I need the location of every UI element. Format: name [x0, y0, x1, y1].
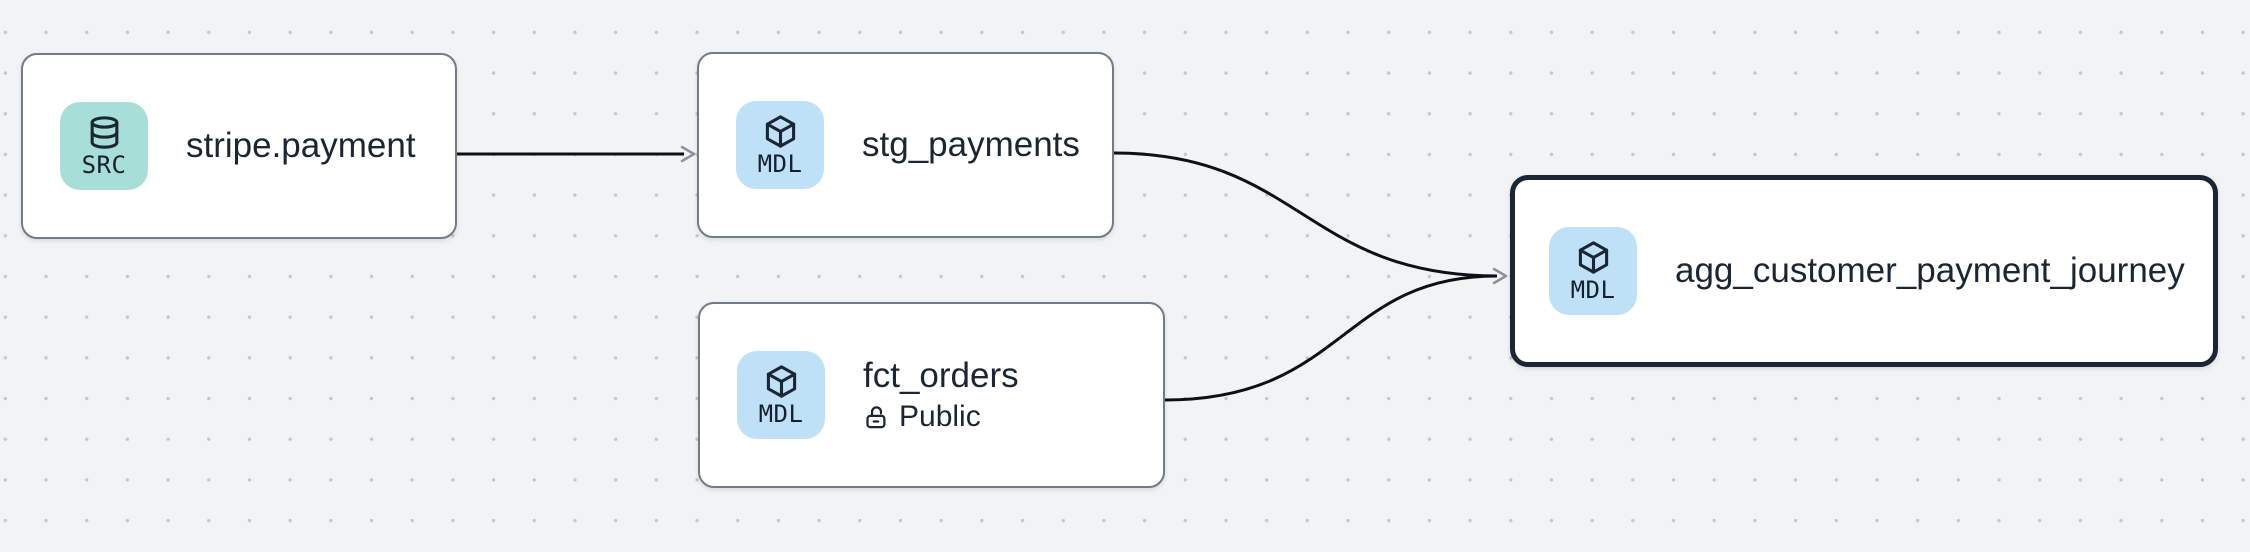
node-fct-orders[interactable]: MDL fct_orders Public: [698, 302, 1165, 488]
model-badge: MDL: [1549, 227, 1637, 315]
node-agg-customer-payment-journey[interactable]: MDL agg_customer_payment_journey: [1510, 175, 2218, 367]
arrowhead-agg: [1492, 267, 1508, 285]
database-icon: [90, 115, 118, 149]
badge-label: MDL: [758, 399, 804, 428]
node-stg-payments[interactable]: MDL stg_payments: [697, 52, 1114, 238]
access-level: Public: [863, 399, 1019, 435]
model-badge: MDL: [736, 101, 824, 189]
source-badge: SRC: [60, 102, 148, 190]
cube-icon: [766, 364, 796, 398]
node-title: stripe.payment: [186, 126, 416, 165]
arrowhead-stg-payments: [680, 145, 696, 163]
badge-label: SRC: [81, 150, 127, 179]
edge-fct-orders-to-agg[interactable]: [1164, 274, 1498, 402]
badge-label: MDL: [757, 149, 803, 178]
badge-label: MDL: [1570, 275, 1616, 304]
node-stripe-payment[interactable]: SRC stripe.payment: [21, 53, 457, 239]
cube-icon: [765, 114, 795, 148]
model-badge: MDL: [737, 351, 825, 439]
node-title: agg_customer_payment_journey: [1675, 251, 2185, 290]
node-title: stg_payments: [862, 125, 1080, 164]
cube-icon: [1578, 240, 1608, 274]
node-title: fct_orders: [863, 356, 1019, 395]
unlock-icon: [866, 405, 886, 428]
edge-stg-payments-to-agg[interactable]: [1113, 151, 1498, 278]
access-level-label: Public: [899, 400, 981, 433]
